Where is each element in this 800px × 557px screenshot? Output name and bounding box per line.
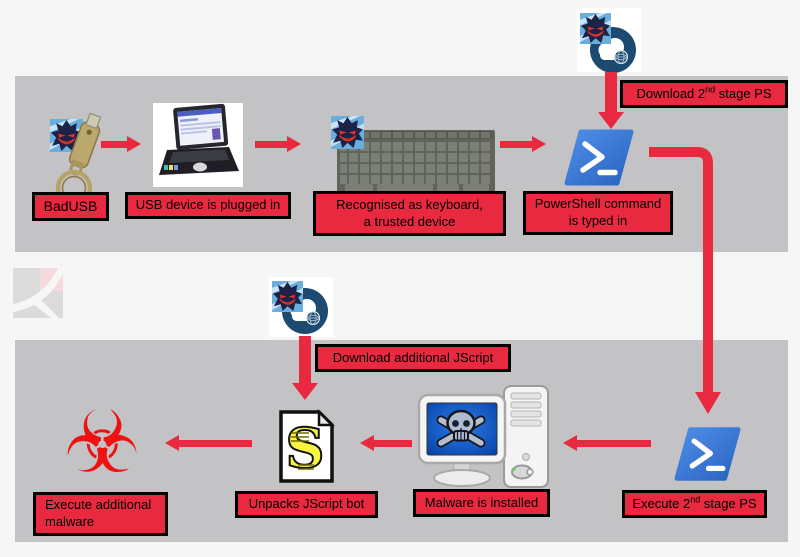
malware-hazard-icon: ☣ <box>63 393 141 493</box>
infected-pc-icon <box>418 385 550 491</box>
arrow-cloud-to-powershell <box>598 72 624 129</box>
cloud-malware-sprite-icon-2 <box>272 281 303 312</box>
label-text: Execute 2nd stage PS <box>632 494 757 511</box>
label-text: Download 2nd stage PS <box>636 84 772 101</box>
arrow-cloud-to-script <box>292 336 318 400</box>
execute-additional-label: Execute additional malware <box>33 492 168 536</box>
malware-installed-label: Malware is installed <box>413 489 550 517</box>
arrow-powershell-to-pc <box>563 435 651 451</box>
arrow-laptop-to-keyboard <box>255 136 301 152</box>
recognised-keyboard-label: Recognised as keyboard, a trusted device <box>313 191 506 236</box>
badusb-label: BadUSB <box>32 192 109 221</box>
label-text: Malware is installed <box>424 494 539 510</box>
powershell-execute-icon <box>674 426 741 482</box>
arrow-keyboard-to-powershell <box>500 136 546 152</box>
powershell-typed-label: PowerShell command is typed in <box>523 191 673 235</box>
keyboard-malware-sprite-icon <box>331 116 364 149</box>
download-stage2-label: Download 2nd stage PS <box>620 80 788 108</box>
label-line2: malware <box>45 514 95 529</box>
malware-cloud-download-icon <box>577 8 641 72</box>
label-line1: Execute additional <box>45 497 152 513</box>
label-text: USB device is plugged in <box>135 197 281 213</box>
label-line1: Recognised as keyboard, <box>336 196 483 212</box>
label-text: Download additional JScript <box>332 349 494 365</box>
arrow-script-to-hazard <box>165 435 252 451</box>
arrow-pc-to-script <box>360 435 412 451</box>
watermark-logo-icon <box>13 268 63 318</box>
malware-cloud-download-icon-2 <box>269 277 333 337</box>
label-text: Unpacks JScript bot <box>248 496 365 512</box>
cloud-malware-sprite-icon <box>580 13 611 44</box>
jscript-file-icon <box>278 409 335 484</box>
label-text: BadUSB <box>43 198 98 215</box>
laptop-icon <box>153 103 243 187</box>
powershell-icon <box>564 129 634 186</box>
connector-ps-to-execute <box>649 147 721 414</box>
label-line2: a trusted device <box>363 213 456 229</box>
label-line1: PowerShell command <box>534 196 662 212</box>
usb-plugged-label: USB device is plugged in <box>125 192 291 219</box>
execute-stage2-label: Execute 2nd stage PS <box>622 490 767 518</box>
label-line2: is typed in <box>568 213 628 228</box>
download-additional-label: Download additional JScript <box>315 344 511 372</box>
unpacks-jscript-label: Unpacks JScript bot <box>235 491 378 518</box>
arrow-badusb-to-laptop <box>101 136 141 152</box>
